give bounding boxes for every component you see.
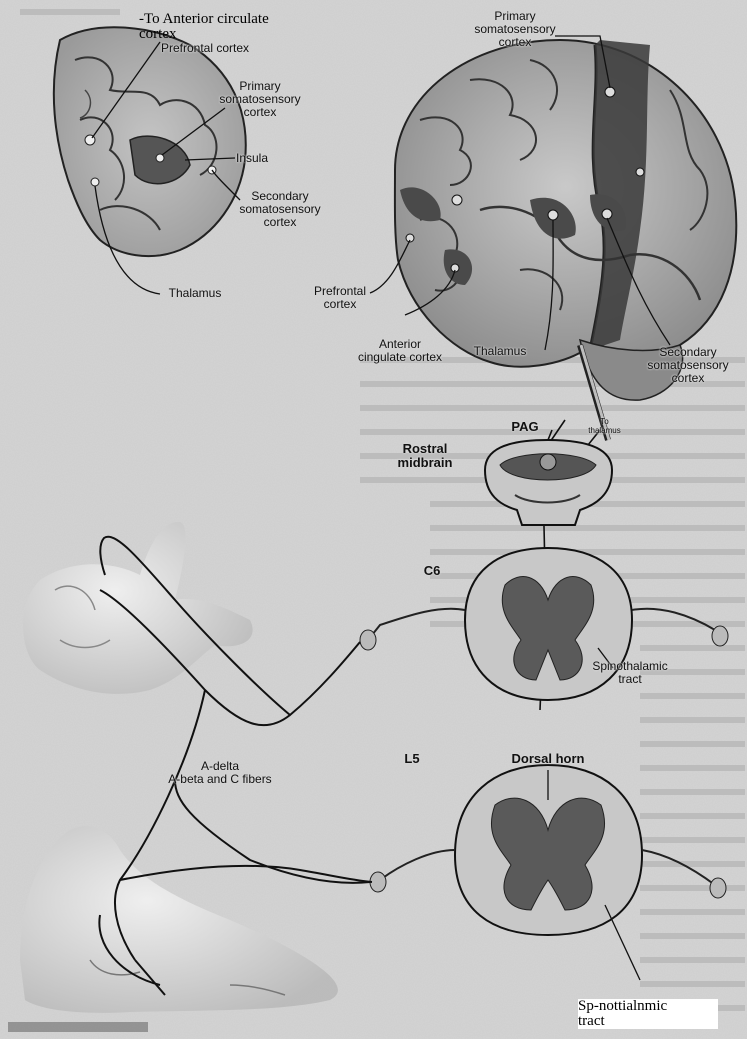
label-rostral-midbrain: Rostral midbrain: [380, 442, 470, 470]
label-anterior-cingulate-cortex: Anterior cingulate cortex: [345, 338, 455, 364]
label-l5: L5: [392, 752, 432, 766]
label-primary-somatosensory-right: Primary somatosensory cortex: [460, 10, 570, 49]
overlay-sp-nottialnmic-tract: Sp-nottialnmic tract: [578, 999, 718, 1029]
overlay-to-anterior-circulate-cortex: -To Anterior circulate cortex: [139, 12, 329, 42]
label-spinothalamic-tract: Spinothalamic tract: [575, 660, 685, 686]
label-thalamus-left: Thalamus: [155, 287, 235, 300]
label-insula: Insula: [222, 152, 282, 165]
label-secondary-somatosensory-right: Secondary somatosensory cortex: [632, 346, 744, 385]
label-prefrontal-cortex-left: Prefrontal cortex: [150, 42, 260, 55]
label-c6: C6: [412, 564, 452, 578]
label-prefrontal-cortex-right: Prefrontal cortex: [305, 285, 375, 311]
label-secondary-somatosensory-left: Secondary somatosensory cortex: [225, 190, 335, 229]
label-dorsal-horn: Dorsal horn: [498, 752, 598, 766]
label-thalamus-right: Thalamus: [460, 345, 540, 358]
label-primary-somatosensory-left: Primary somatosensory cortex: [205, 80, 315, 119]
label-fibers: A-delta A-beta and C fibers: [150, 760, 290, 786]
label-to-thalamus: To thalamus: [582, 417, 627, 435]
label-pag: PAG: [505, 420, 545, 434]
